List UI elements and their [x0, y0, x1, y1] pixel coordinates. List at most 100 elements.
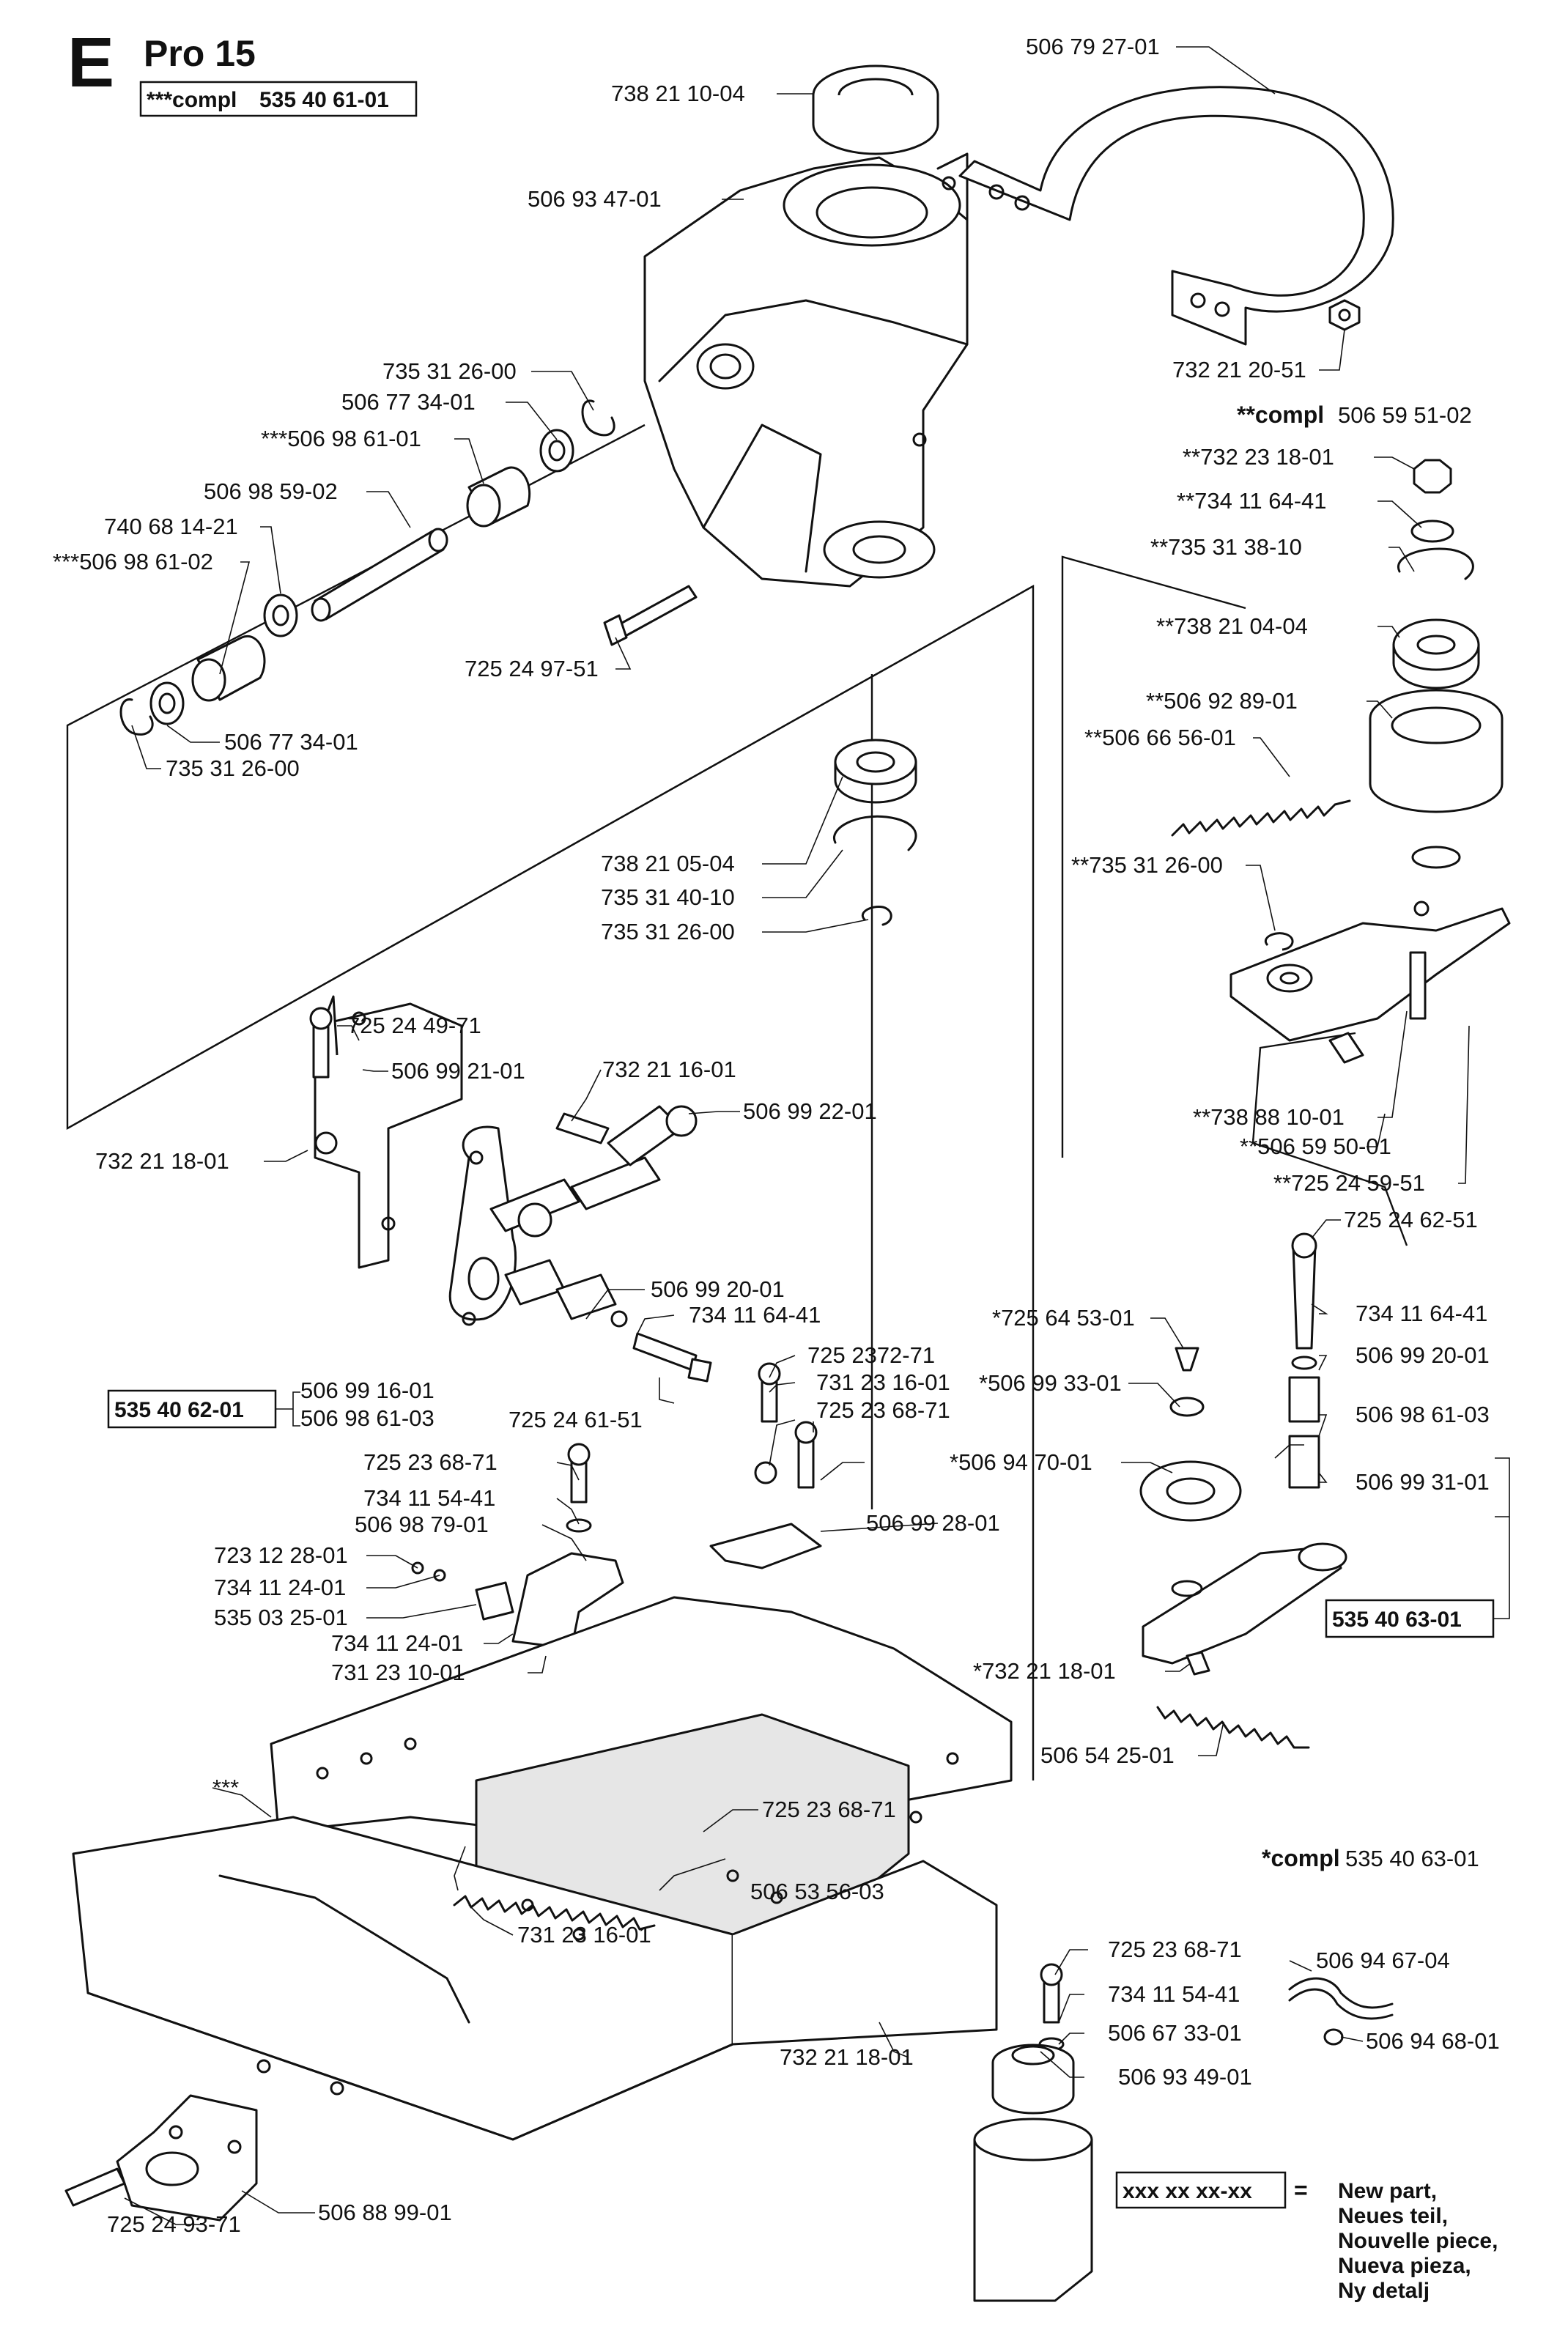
legend-sample: xxx xx xx-xx [1123, 2179, 1252, 2203]
compl-number: 535 40 61-01 [259, 88, 389, 112]
part-label: 734 11 24-01 [214, 1575, 346, 1600]
legend-sample-box [1115, 2171, 1287, 2209]
part-label: 506 94 68-01 [1366, 2028, 1500, 2054]
legend-line: Neues teil, [1338, 2204, 1448, 2228]
part-label: **735 31 26-00 [1071, 852, 1223, 878]
part-label: 734 11 54-41 [1108, 1981, 1240, 2007]
part-label: **734 11 64-41 [1177, 488, 1327, 514]
hose-clamp [1288, 1977, 1394, 2046]
part-label: **725 24 59-51 [1273, 1170, 1425, 1196]
centre-bearing-set [832, 739, 917, 926]
note-compl-double-number: 506 59 51-02 [1338, 402, 1472, 428]
part-label: 725 24 49-71 [347, 1013, 481, 1038]
part-label: 506 98 79-01 [355, 1512, 489, 1537]
note-compl-single-prefix: *compl [1262, 1845, 1340, 1871]
part-label: **738 88 10-01 [1193, 1104, 1345, 1130]
part-label: 731 23 10-01 [331, 1660, 465, 1685]
part-label: 506 54 25-01 [1040, 1742, 1175, 1768]
part-label: 506 93 47-01 [528, 186, 662, 212]
bracket-535-40-62-01 [107, 1389, 300, 1429]
part-label: 506 98 61-03 [1356, 1402, 1490, 1427]
part-label: 725 24 62-51 [1344, 1207, 1478, 1232]
part-label: 506 77 34-01 [224, 729, 358, 755]
part-label: 734 11 64-41 [689, 1302, 821, 1328]
part-label: 506 98 61-03 [300, 1405, 434, 1431]
part-label: 731 23 16-01 [517, 1922, 651, 1948]
mounting-foot [64, 2094, 258, 2222]
bolt-housing [603, 585, 698, 646]
part-label: 506 67 33-01 [1108, 2020, 1242, 2046]
part-label: ***506 98 61-02 [53, 549, 213, 574]
note-compl-single-number: 535 40 63-01 [1345, 1846, 1479, 1871]
part-label: 725 23 68-71 [816, 1397, 950, 1423]
model-title: Pro 15 [144, 33, 256, 74]
part-label: 725 2372-71 [807, 1342, 935, 1368]
part-label: 506 53 56-03 [750, 1879, 884, 1904]
nut-clamp [1328, 299, 1361, 331]
part-label: *725 64 53-01 [992, 1305, 1135, 1331]
part-label: 725 24 97-51 [465, 656, 599, 681]
part-label: 723 12 28-01 [214, 1542, 348, 1568]
part-label: *506 99 33-01 [979, 1370, 1122, 1396]
part-label: 740 68 14-21 [104, 514, 238, 539]
part-label: 735 31 26-00 [382, 358, 517, 384]
legend-line: Nouvelle piece, [1338, 2229, 1498, 2253]
pedal-linkage [314, 995, 712, 1383]
part-label: **735 31 38-10 [1150, 534, 1302, 560]
legend-equals: = [1294, 2177, 1308, 2203]
leader-lines [124, 46, 1470, 2225]
part-label: 506 99 31-01 [1356, 1469, 1490, 1495]
part-label: **506 66 56-01 [1084, 725, 1236, 750]
spring-upper [1171, 799, 1351, 837]
part-label: 735 31 40-10 [601, 884, 735, 910]
part-label: 732 21 16-01 [602, 1057, 736, 1082]
part-label: 506 99 21-01 [391, 1058, 525, 1084]
part-label: **732 23 18-01 [1183, 444, 1334, 470]
clamp-bracket [958, 86, 1394, 346]
legend-line: New part, [1338, 2179, 1437, 2203]
legend-line: Ny detalj [1338, 2279, 1430, 2303]
part-label: 732 21 18-01 [95, 1148, 229, 1174]
part-label: 734 11 24-01 [331, 1630, 463, 1656]
part-label: 506 99 20-01 [1356, 1342, 1490, 1368]
part-label: **506 59 50-01 [1240, 1133, 1391, 1159]
section-letter: E [67, 23, 114, 102]
note-triple-star: *** [212, 1775, 239, 1800]
compl-prefix: ***compl [147, 88, 237, 112]
part-label: 734 11 64-41 [1356, 1301, 1487, 1326]
assembly-box-left: 535 40 62-01 [114, 1398, 244, 1422]
part-label: ***506 98 61-01 [261, 426, 421, 451]
steering-head-housing [643, 64, 969, 588]
chassis-frame [72, 1596, 1013, 2141]
switch-bracket [411, 1523, 822, 1663]
spring-arm [1156, 1706, 1310, 1749]
part-label: 725 24 61-51 [509, 1407, 643, 1432]
caster-stack-right [1369, 459, 1504, 869]
part-label: 506 93 49-01 [1118, 2064, 1252, 2090]
part-label: 725 23 68-71 [1108, 1937, 1242, 1962]
part-label: 506 99 16-01 [300, 1377, 434, 1403]
part-label: 731 23 16-01 [816, 1369, 950, 1395]
assembly-box-right: 535 40 63-01 [1332, 1608, 1462, 1632]
part-label: 732 21 18-01 [780, 2044, 914, 2070]
bracket-535-40-63-01 [1325, 1457, 1510, 1638]
oil-reservoir [973, 2044, 1093, 2302]
part-label: 735 31 26-00 [601, 919, 735, 944]
axle-stack-left [119, 399, 615, 736]
part-label: 734 11 54-41 [363, 1485, 495, 1511]
part-label: 506 94 67-04 [1316, 1948, 1450, 1973]
part-label: *732 21 18-01 [973, 1658, 1116, 1684]
part-label: 535 03 25-01 [214, 1605, 348, 1630]
part-label: 506 98 59-02 [204, 478, 338, 504]
part-label: 725 23 68-71 [762, 1797, 896, 1822]
part-label: 506 79 27-01 [1026, 34, 1160, 59]
part-label: **738 21 04-04 [1156, 613, 1308, 639]
part-label: 735 31 26-00 [166, 755, 300, 781]
part-label: **506 92 89-01 [1146, 688, 1298, 714]
part-label: 506 99 20-01 [651, 1276, 785, 1302]
idler-arm [1139, 1232, 1347, 1676]
assembly-outline-lines [66, 424, 1408, 1780]
part-label: 732 21 20-51 [1172, 357, 1306, 382]
